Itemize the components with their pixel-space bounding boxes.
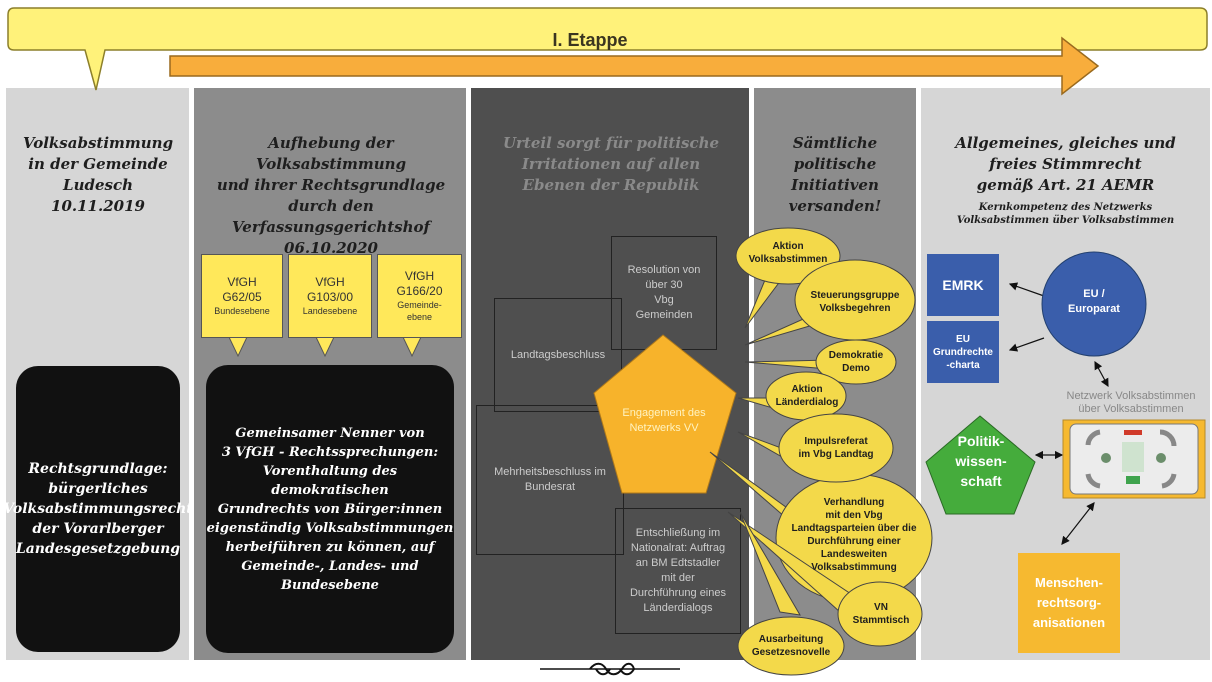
- europarat-circle: [1041, 251, 1147, 357]
- politikwissenschaft-pentagon: [925, 415, 1036, 515]
- politikwissenschaft-label: Politik-wissen-schaft: [955, 433, 1007, 489]
- bubble-demokratie-demo: [815, 339, 897, 385]
- menschenrechtsorganisationen-box: Menschen-rechtsorg-anisationen: [1018, 553, 1120, 653]
- bubble-ausarbeitung: [737, 616, 845, 676]
- timeline-banner: [7, 7, 1208, 96]
- europarat-label: EU /Europarat: [1068, 288, 1120, 315]
- footer-ornament: [540, 662, 680, 676]
- vfgh-callout-g166: VfGH G166/20 Gemeinde- ebene: [377, 254, 462, 338]
- timeline-arrow: [169, 36, 1100, 96]
- bubble-impulsreferat: [778, 413, 894, 483]
- banner-title: I. Etappe: [552, 30, 628, 50]
- bubble-vn-stammtisch: [837, 581, 923, 647]
- vfgh-callout-g103: VfGH G103/00 Landesebene: [288, 254, 372, 338]
- bubble-aktion-volksabstimmen: [735, 227, 841, 285]
- emrk-box: EMRK: [927, 254, 999, 316]
- engagement-pentagon: [593, 334, 737, 494]
- vfgh-callout-g62: VfGH G62/05 Bundesebene: [201, 254, 283, 338]
- landtagsbeschluss-box: Landtagsbeschluss: [494, 298, 622, 412]
